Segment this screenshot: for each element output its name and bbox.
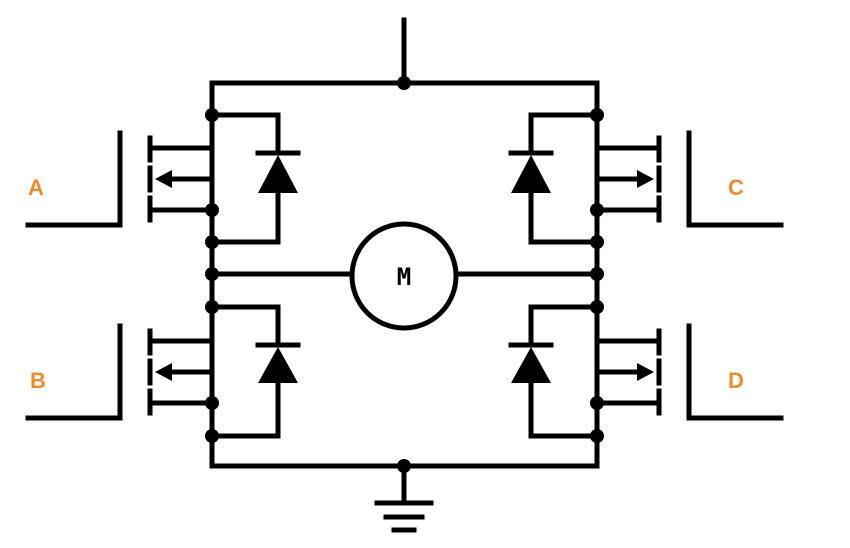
gate-label-d: D (728, 368, 744, 393)
diode-b-icon (258, 347, 298, 383)
supply-junction-dot (397, 76, 411, 90)
diode-c-icon (511, 155, 551, 193)
motor-label: M (397, 263, 411, 291)
supply-rail (209, 17, 600, 90)
motor: M (209, 221, 600, 331)
mosfet-a: A (25, 108, 301, 249)
ground-symbol (374, 500, 434, 533)
mosfet-c: C (508, 108, 784, 249)
mosfet-c-arrow-icon (637, 170, 654, 188)
mosfet-b: B (25, 300, 301, 443)
diode-d-icon (511, 347, 551, 383)
gate-label-b: B (30, 368, 46, 393)
mosfet-d-arrow-icon (637, 363, 654, 381)
mosfet-d: D (508, 300, 784, 443)
right-motor-node (590, 267, 604, 281)
motor-circle (349, 221, 459, 331)
gate-label-c: C (728, 175, 744, 200)
mosfet-a-arrow-icon (155, 170, 172, 188)
mosfet-b-arrow-icon (155, 363, 172, 381)
gate-label-a: A (28, 175, 44, 200)
ground-rail (209, 459, 600, 533)
diode-a-icon (258, 155, 298, 193)
left-motor-node (205, 267, 219, 281)
